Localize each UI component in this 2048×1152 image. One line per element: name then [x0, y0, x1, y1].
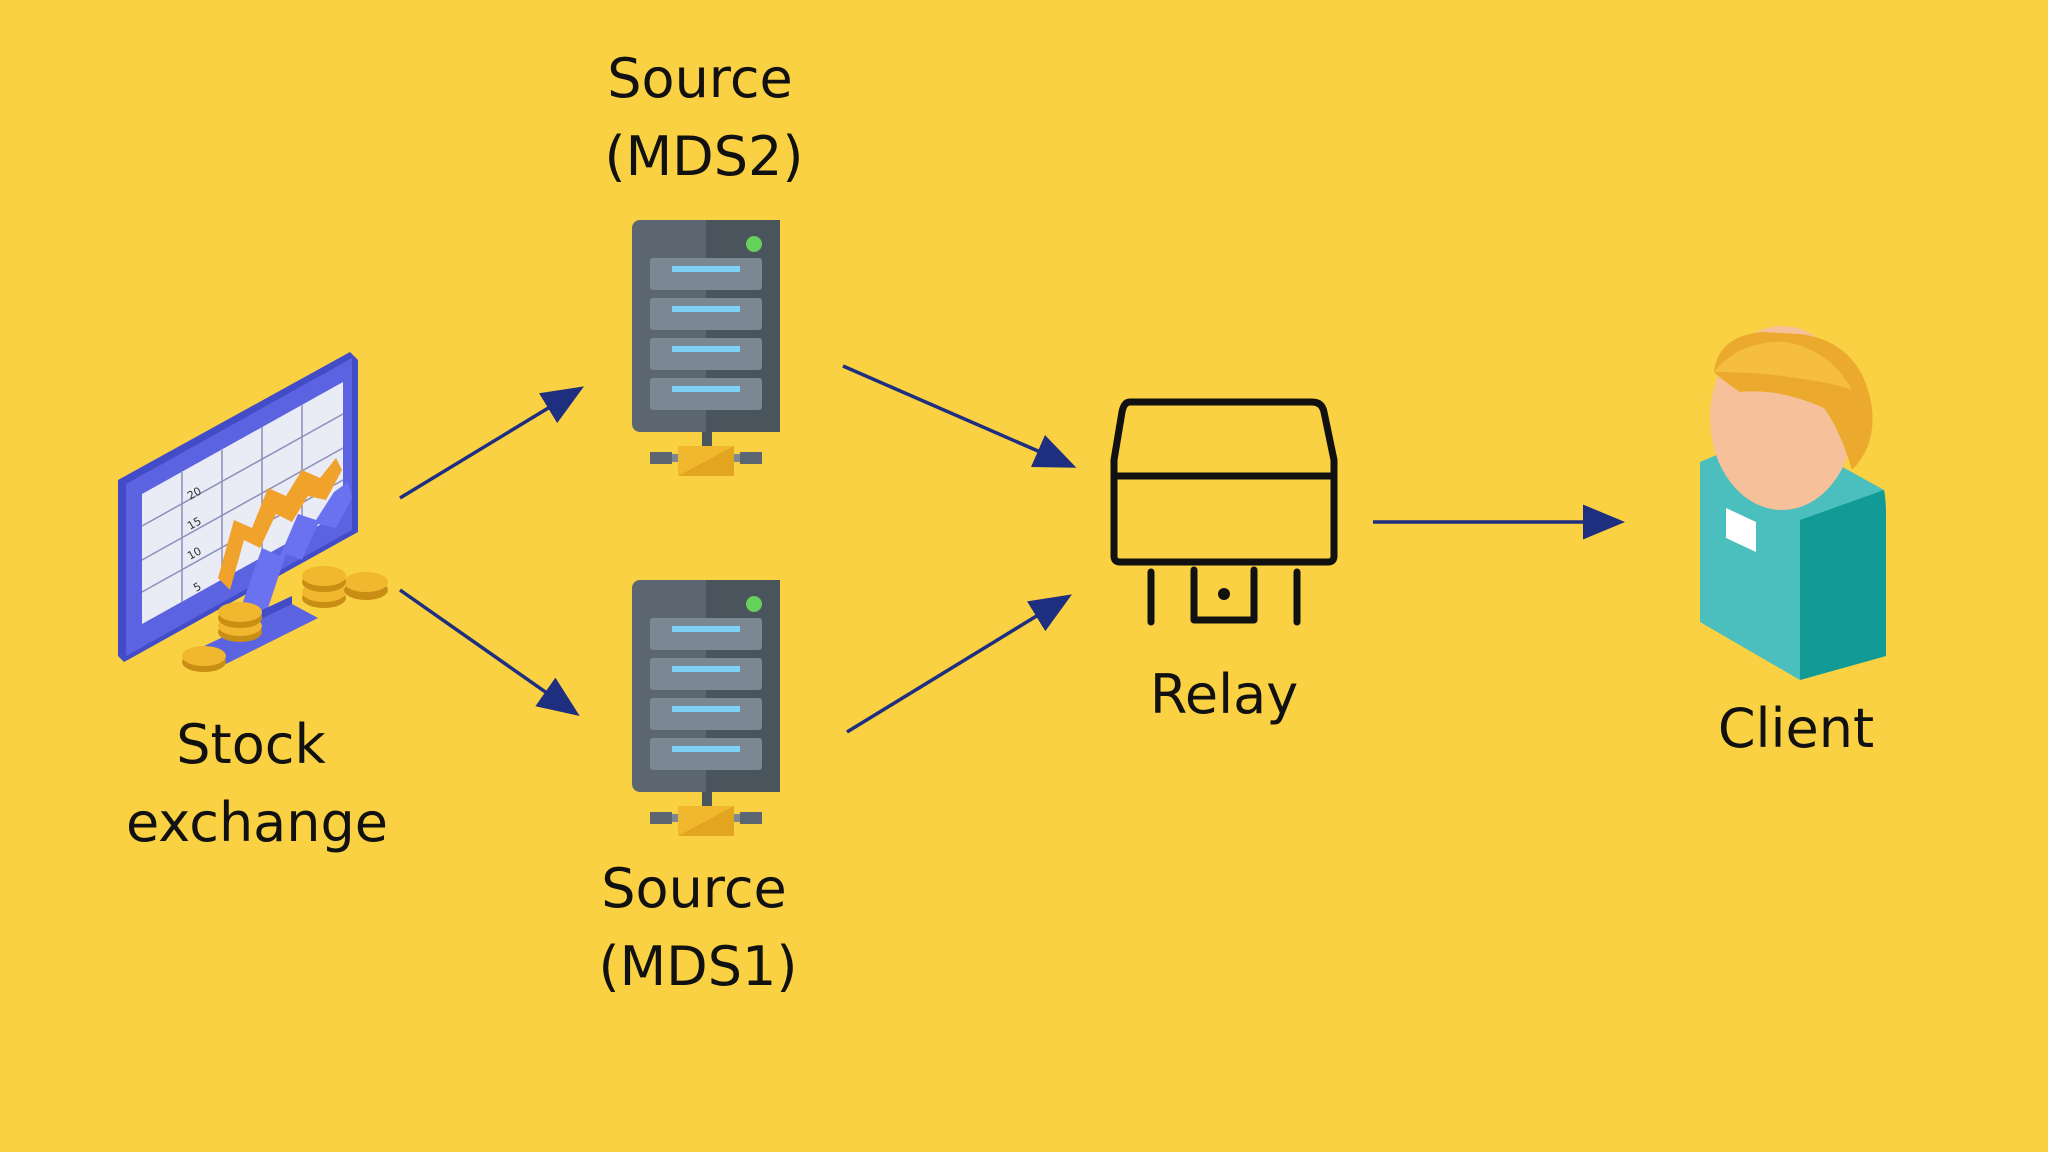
client-label: Client — [1676, 690, 1916, 768]
relay-icon — [1110, 398, 1338, 626]
source-mds1-label: Source (MDS1) — [570, 850, 826, 1006]
stock-exchange-label-line1: Stock — [176, 713, 326, 776]
stock-exchange-label-line2: exchange — [125, 791, 388, 854]
source-mds1-label-line1: Source — [601, 857, 787, 920]
chart-tick: 10 — [185, 544, 204, 562]
user-icon — [1700, 326, 1886, 680]
server-icon — [632, 220, 780, 476]
edges — [398, 364, 1625, 734]
edge-stock-to-mds2 — [399, 386, 584, 500]
edge-mds2-to-relay — [842, 364, 1077, 468]
source-mds2-label-line1: Source — [607, 47, 793, 110]
chart-tick: 15 — [185, 514, 204, 532]
client-label-text: Client — [1717, 697, 1875, 760]
relay-label-text: Relay — [1149, 663, 1299, 726]
edge-mds1-to-relay — [846, 594, 1072, 734]
stock-exchange-label: Stock exchange — [112, 706, 402, 862]
source-mds2-label-line2: (MDS2) — [604, 125, 804, 188]
source-mds1-label-line2: (MDS1) — [598, 935, 798, 998]
stock-chart-monitor-icon: 20 15 10 5 — [118, 352, 388, 672]
source-mds2-label: Source (MDS2) — [576, 40, 832, 196]
server-icon — [632, 580, 780, 836]
chart-tick: 20 — [185, 484, 204, 502]
relay-label: Relay — [1104, 656, 1344, 734]
edge-stock-to-mds1 — [398, 588, 580, 717]
